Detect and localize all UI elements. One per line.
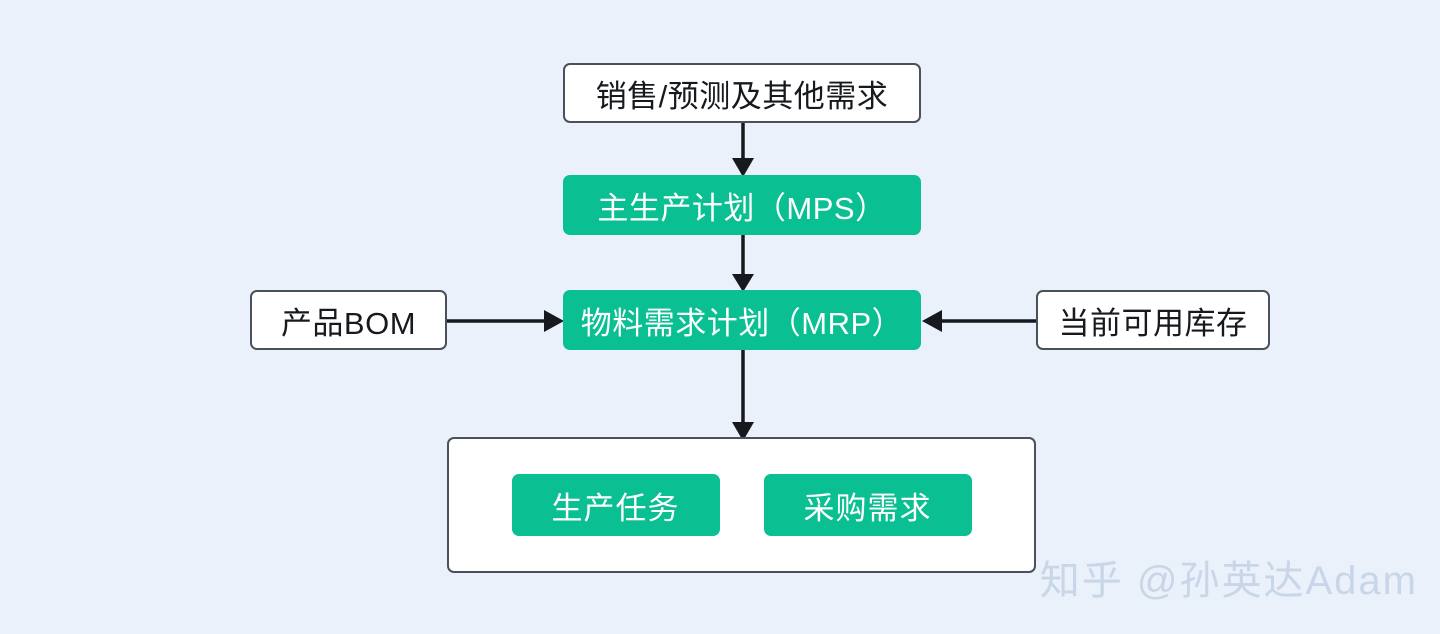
node-master-production-schedule[interactable]: 主生产计划（MPS） [563, 175, 921, 235]
output-purchase-requirement[interactable]: 采购需求 [763, 474, 972, 536]
node-sales-forecast-demand[interactable]: 销售/预测及其他需求 [563, 63, 921, 123]
connector-bom-to-mrp [444, 305, 568, 337]
output-production-task[interactable]: 生产任务 [511, 474, 720, 536]
connector-stock-to-mrp [918, 305, 1042, 337]
connector-mrp-to-outputs [726, 348, 760, 444]
node-material-requirements-planning[interactable]: 物料需求计划（MRP） [563, 290, 921, 350]
watermark-label: 知乎 @孙英达Adam [1039, 559, 1418, 603]
node-product-bom[interactable]: 产品BOM [250, 290, 447, 350]
outputs-container: 生产任务 采购需求 [447, 437, 1036, 573]
connector-demand-to-mps [726, 118, 760, 180]
connector-mps-to-mrp [726, 232, 760, 294]
node-current-available-inventory[interactable]: 当前可用库存 [1036, 290, 1270, 350]
